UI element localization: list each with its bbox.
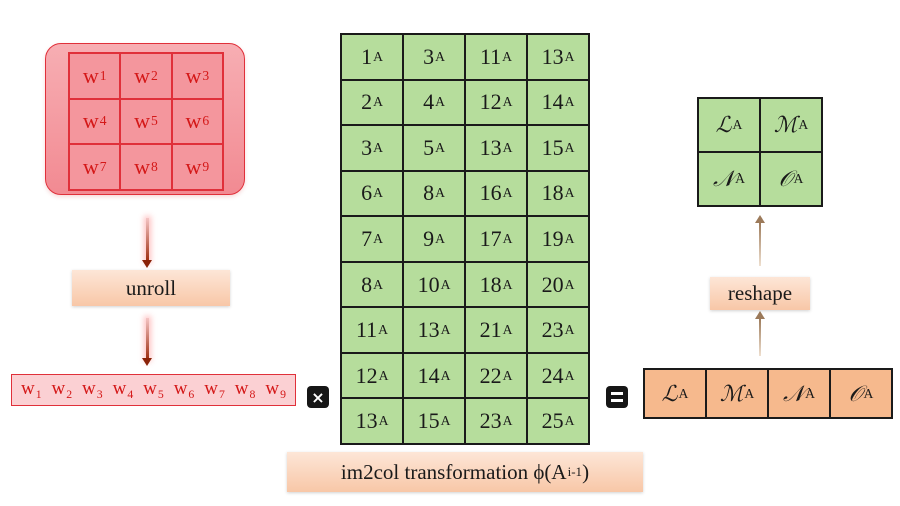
weight-item: w7 (204, 377, 225, 402)
arrow-down-icon (142, 218, 152, 268)
weight-item: w9 (265, 377, 286, 402)
arrow-up-icon (755, 311, 765, 356)
weight-item: w6 (173, 377, 195, 402)
arrow-up-icon (755, 215, 765, 266)
weight-item: w1 (20, 377, 42, 402)
multiply-icon: × (307, 386, 329, 408)
weight-item: w8 (234, 377, 256, 402)
weight-item: w5 (143, 377, 164, 402)
reshape-label: reshape (710, 277, 810, 310)
weight-item: w4 (112, 377, 134, 402)
unroll-label: unroll (72, 270, 230, 306)
equals-icon (606, 386, 628, 408)
arrow-down-icon (142, 318, 152, 366)
weight-item: w2 (51, 377, 73, 402)
weight-item: w3 (82, 377, 103, 402)
unrolled-weights-row: w1 w2 w3 w4 w5 w6 w7 w8 w9 (11, 374, 296, 406)
